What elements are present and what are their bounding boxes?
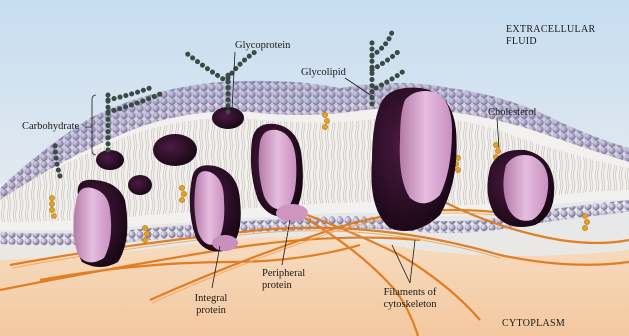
carbohydrate-label: Carbohydrate <box>22 121 79 133</box>
filaments-label: Filaments of cytoskeleton <box>375 287 445 311</box>
right-protein <box>487 150 554 227</box>
extracellular-fluid-label: EXTRACELLULAR FLUID <box>506 24 606 48</box>
integral-protein-center <box>190 165 241 251</box>
cholesterol-label: Cholesterol <box>488 107 536 119</box>
integral-protein-left <box>73 180 127 267</box>
glycoprotein-label: Glycoprotein <box>235 40 290 52</box>
cytoplasm-label: CYTOPLASM <box>502 318 565 330</box>
peripheral-protein-label: Peripheral protein <box>262 268 312 292</box>
integral-protein-label: Integral protein <box>183 293 239 317</box>
glycolipid-label: Glycolipid <box>301 67 346 79</box>
